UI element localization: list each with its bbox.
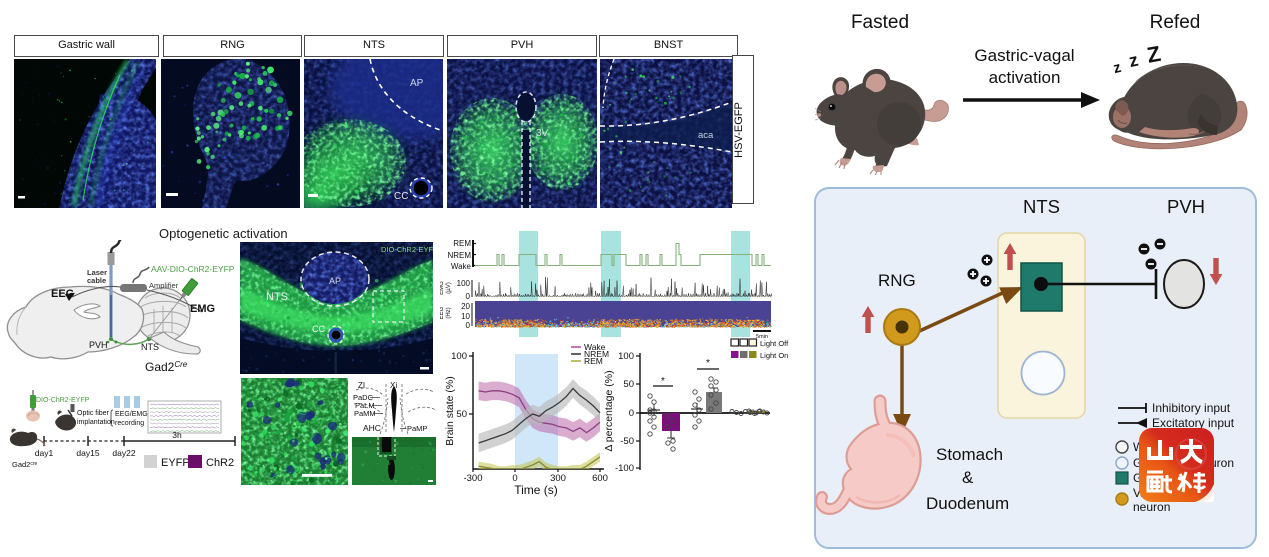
svg-text:EYFP: EYFP xyxy=(161,457,190,469)
svg-text:Wake: Wake xyxy=(451,262,472,271)
svg-text:EMG: EMG xyxy=(440,281,445,295)
svg-text:neuron: neuron xyxy=(1133,500,1170,514)
svg-text:PaMM: PaMM xyxy=(354,409,376,418)
svg-text:CC: CC xyxy=(394,191,408,202)
svg-text:PaLM: PaLM xyxy=(355,401,375,410)
svg-text:0: 0 xyxy=(629,408,634,419)
svg-text:3h: 3h xyxy=(172,430,182,440)
svg-text:EEG/EMG: EEG/EMG xyxy=(115,411,148,418)
svg-text:10: 10 xyxy=(461,312,470,321)
svg-text:-50: -50 xyxy=(620,436,634,447)
svg-text:Excitatory input: Excitatory input xyxy=(1152,416,1235,430)
svg-text:-100: -100 xyxy=(615,463,634,474)
svg-text:cable: cable xyxy=(87,276,106,285)
svg-text:PaMP: PaMP xyxy=(407,424,427,433)
svg-text:100: 100 xyxy=(451,351,467,362)
svg-text:AP: AP xyxy=(410,78,424,89)
svg-text:NTS: NTS xyxy=(266,291,288,303)
svg-text:Δ percentage (%): Δ percentage (%) xyxy=(603,370,615,451)
svg-text:NTS: NTS xyxy=(141,342,159,352)
svg-text:AAV-DIO-ChR2-EYFP: AAV-DIO-ChR2-EYFP xyxy=(151,264,235,274)
svg-text:0: 0 xyxy=(512,473,517,484)
svg-text:ChR2: ChR2 xyxy=(206,457,234,469)
svg-text:3V: 3V xyxy=(536,128,549,139)
svg-text:NREM: NREM xyxy=(584,349,609,359)
svg-text:Inhibitory input: Inhibitory input xyxy=(1152,401,1231,415)
svg-text:5min: 5min xyxy=(756,334,768,340)
svg-text:Gad2cre: Gad2cre xyxy=(12,460,38,469)
svg-text:(Hz): (Hz) xyxy=(446,307,452,318)
svg-text:G: G xyxy=(1133,471,1142,485)
svg-text:recording: recording xyxy=(115,420,144,427)
svg-text:NREM: NREM xyxy=(447,251,471,260)
svg-text:PaDC: PaDC xyxy=(353,393,374,402)
svg-text:*: * xyxy=(661,376,665,387)
svg-text:day22: day22 xyxy=(112,448,135,458)
svg-text:Z: Z xyxy=(1145,41,1163,68)
svg-text:implantation: implantation xyxy=(77,419,115,426)
svg-text:Duodenum: Duodenum xyxy=(926,494,1009,513)
svg-text:300: 300 xyxy=(550,473,566,484)
svg-text:Optic fiber: Optic fiber xyxy=(77,410,110,417)
svg-text:Light On: Light On xyxy=(760,351,788,360)
svg-text:REM: REM xyxy=(584,356,603,366)
svg-text:EEG: EEG xyxy=(51,288,74,300)
svg-text:G: G xyxy=(1133,456,1142,470)
svg-text:600: 600 xyxy=(592,473,608,484)
svg-text:20: 20 xyxy=(461,302,470,311)
svg-text:0: 0 xyxy=(466,321,471,330)
svg-text:(µV): (µV) xyxy=(446,282,452,293)
svg-text:EEG: EEG xyxy=(440,306,445,319)
svg-text:DIO-ChR2-EYFP: DIO-ChR2-EYFP xyxy=(36,397,90,404)
svg-text:Gad2Cre: Gad2Cre xyxy=(145,360,188,374)
svg-text:&: & xyxy=(962,468,974,487)
svg-text:DIO-ChR2-EYFP: DIO-ChR2-EYFP xyxy=(381,245,438,254)
svg-text:50: 50 xyxy=(456,409,467,420)
svg-text:day1: day1 xyxy=(35,448,54,458)
svg-text:RNG: RNG xyxy=(878,271,916,290)
svg-text:Amplifier: Amplifier xyxy=(149,281,179,290)
svg-text:Laser: Laser xyxy=(87,268,107,277)
svg-text:100: 100 xyxy=(457,279,471,288)
svg-text:z: z xyxy=(1111,59,1122,77)
svg-text:PVH: PVH xyxy=(89,340,108,350)
svg-text:AHC: AHC xyxy=(363,423,381,433)
svg-text:PVH: PVH xyxy=(1167,196,1205,217)
svg-text:uron: uron xyxy=(1210,456,1234,470)
svg-text:day15: day15 xyxy=(76,448,99,458)
svg-text:Brain state (%): Brain state (%) xyxy=(444,376,456,445)
svg-text:Light Off: Light Off xyxy=(760,339,789,348)
svg-text:-300: -300 xyxy=(463,473,482,484)
svg-text:0: 0 xyxy=(466,292,471,301)
svg-text:AP: AP xyxy=(329,276,341,286)
svg-text:Time (s): Time (s) xyxy=(514,483,558,497)
svg-text:Stomach: Stomach xyxy=(936,445,1003,464)
svg-text:ZI: ZI xyxy=(358,381,365,390)
svg-text:REM: REM xyxy=(453,239,471,248)
svg-text:aca: aca xyxy=(698,130,714,141)
svg-text:CC: CC xyxy=(312,324,325,334)
svg-text:*: * xyxy=(706,358,710,369)
svg-text:100: 100 xyxy=(618,351,634,362)
svg-text:Wake: Wake xyxy=(584,342,606,352)
svg-text:NTS: NTS xyxy=(1023,196,1060,217)
svg-text:EMG: EMG xyxy=(190,303,215,315)
svg-text:Xi: Xi xyxy=(390,381,397,390)
svg-text:50: 50 xyxy=(623,379,634,390)
svg-text:z: z xyxy=(1127,50,1140,71)
